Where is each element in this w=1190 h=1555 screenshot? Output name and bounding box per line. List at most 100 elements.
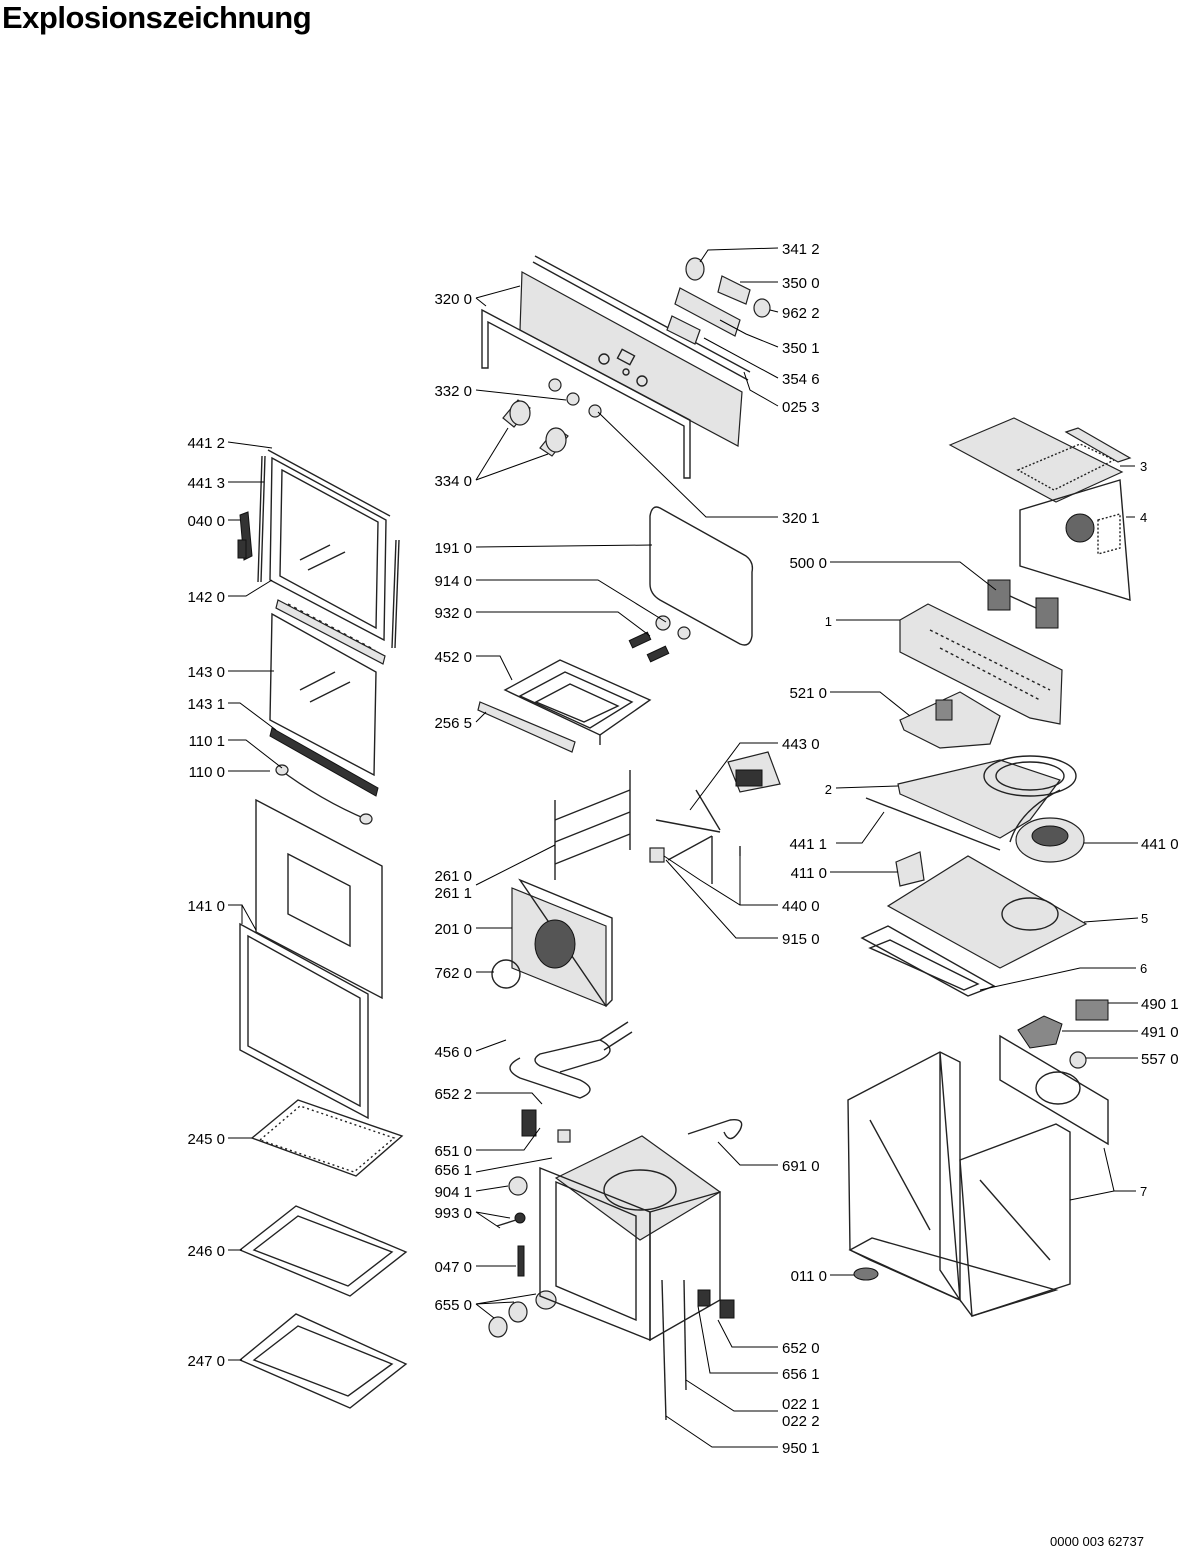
label-354-6: 354 6 — [782, 371, 820, 388]
label-652-2: 652 2 — [434, 1086, 472, 1103]
label-411-0: 411 0 — [791, 865, 827, 882]
label-247-0: 247 0 — [187, 1353, 225, 1370]
label-142-0: 142 0 — [187, 589, 225, 606]
fan-cover-drawing — [491, 878, 613, 1008]
cover-411-drawing — [865, 797, 1001, 887]
label-490-1: 490 1 — [1141, 996, 1179, 1013]
shelf-guides-drawing — [554, 770, 631, 880]
label-656-1-left: 656 1 — [434, 1162, 472, 1179]
top-plate-drawing — [948, 417, 1132, 601]
label-341-2: 341 2 — [782, 241, 820, 258]
label-110-0: 110 0 — [189, 764, 225, 781]
label-320-0: 320 0 — [434, 291, 472, 308]
deflector-drawing — [477, 701, 576, 753]
label-655-0: 655 0 — [434, 1297, 472, 1314]
door-hinge-drawing — [237, 511, 253, 561]
page-title: Explosionszeichnung — [2, 0, 312, 35]
label-4: 4 — [1140, 510, 1147, 525]
label-191-0: 191 0 — [434, 540, 472, 557]
label-652-0: 652 0 — [782, 1340, 820, 1357]
label-521-0: 521 0 — [789, 685, 827, 702]
relays-drawing — [987, 579, 1059, 629]
label-350-0: 350 0 — [782, 275, 820, 292]
fan-motor-drawing — [649, 751, 781, 884]
label-993-0: 993 0 — [434, 1205, 472, 1222]
control-panel-drawing — [481, 255, 751, 479]
door-seal-drawing — [649, 506, 754, 646]
label-441-2: 441 2 — [187, 435, 225, 452]
part-number-labels: 320 0 332 0 334 0 191 0 914 0 932 0 452 … — [187, 241, 1178, 1457]
label-914-0: 914 0 — [434, 573, 472, 590]
label-2: 2 — [825, 782, 832, 797]
knobs-drawing — [502, 378, 602, 457]
label-651-0: 651 0 — [434, 1143, 472, 1160]
label-6: 6 — [1140, 961, 1147, 976]
label-143-1: 143 1 — [187, 696, 225, 713]
cavity-accessories-drawing — [488, 1109, 571, 1338]
oven-cavity-drawing — [539, 1135, 735, 1421]
label-025-3: 025 3 — [782, 399, 820, 416]
label-334-0: 334 0 — [434, 473, 472, 490]
grill-element-drawing — [503, 659, 652, 745]
plate-2-drawing — [897, 755, 1085, 863]
label-261-0: 261 0 — [434, 868, 472, 885]
label-110-1: 110 1 — [189, 733, 225, 750]
label-3: 3 — [1140, 459, 1147, 474]
label-441-0: 441 0 — [1141, 836, 1179, 853]
label-962-2: 962 2 — [782, 305, 820, 322]
label-350-1: 350 1 — [782, 340, 820, 357]
label-332-0: 332 0 — [434, 383, 472, 400]
back-panel-drawing — [999, 999, 1109, 1146]
door-strip-drawing — [275, 599, 386, 665]
label-256-5: 256 5 — [434, 715, 472, 732]
label-491-0: 491 0 — [1141, 1024, 1179, 1041]
label-040-0: 040 0 — [187, 513, 225, 530]
label-452-0: 452 0 — [434, 649, 472, 666]
document-number: 0000 003 62737 — [1050, 1534, 1144, 1549]
rack-supports-drawing — [628, 615, 691, 663]
label-441-3: 441 3 — [187, 475, 225, 492]
panel-1-drawing — [899, 603, 1063, 725]
label-456-0: 456 0 — [434, 1044, 472, 1061]
label-245-0: 245 0 — [187, 1131, 225, 1148]
label-950-1: 950 1 — [782, 1440, 820, 1457]
display-module-drawing — [666, 257, 771, 345]
outer-glass-drawing — [239, 798, 383, 1120]
label-915-0: 915 0 — [782, 931, 820, 948]
label-022-1: 022 1 — [782, 1396, 820, 1413]
module-521-drawing — [899, 691, 1001, 749]
leader-lines — [227, 247, 1139, 1448]
label-904-1: 904 1 — [434, 1184, 472, 1201]
inner-glass-drawing — [269, 612, 377, 777]
heating-element-drawing — [509, 1021, 633, 1099]
label-557-0: 557 0 — [1141, 1051, 1179, 1068]
label-320-1: 320 1 — [782, 510, 820, 527]
plate-5-drawing — [886, 855, 1088, 969]
sensor-drawing — [687, 1119, 743, 1140]
label-656-1-right: 656 1 — [782, 1366, 820, 1383]
door-bar-drawing — [269, 727, 379, 797]
label-500-0: 500 0 — [789, 555, 827, 572]
label-440-0: 440 0 — [782, 898, 820, 915]
label-1: 1 — [825, 614, 832, 629]
label-246-0: 246 0 — [187, 1243, 225, 1260]
label-691-0: 691 0 — [782, 1158, 820, 1175]
label-141-0: 141 0 — [187, 898, 225, 915]
label-022-2: 022 2 — [782, 1413, 820, 1430]
label-047-0: 047 0 — [434, 1259, 472, 1276]
label-5: 5 — [1141, 911, 1148, 926]
label-261-1: 261 1 — [434, 885, 472, 902]
label-762-0: 762 0 — [434, 965, 472, 982]
baking-trays-drawing — [238, 1099, 408, 1409]
outer-housing-drawing — [847, 1051, 1071, 1317]
label-443-0: 443 0 — [782, 736, 820, 753]
label-932-0: 932 0 — [434, 605, 472, 622]
plate-6-drawing — [860, 925, 996, 997]
part-illustrations — [237, 255, 1132, 1421]
label-7: 7 — [1140, 1184, 1147, 1199]
label-441-1: 441 1 — [789, 836, 827, 853]
door-frame-drawing — [257, 449, 400, 649]
label-201-0: 201 0 — [434, 921, 472, 938]
label-011-0: 011 0 — [791, 1268, 827, 1285]
